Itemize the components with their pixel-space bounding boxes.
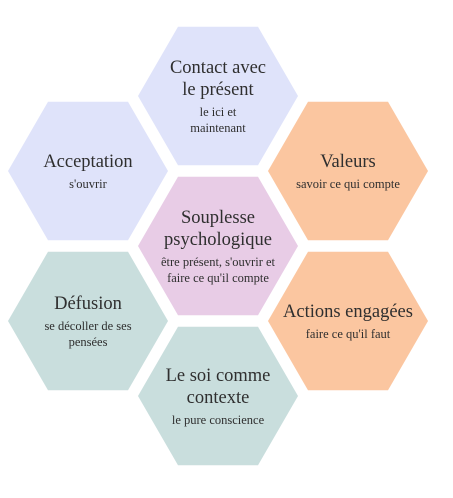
hexagon-actions [268, 251, 428, 391]
hexagon-contact-title: le présent [182, 79, 254, 100]
hexagon-valeurs-text: Valeurs savoir ce qui compte [273, 151, 423, 192]
hexagon-defusion [8, 251, 168, 391]
hexagon-defusion-subtitle: se décoller de ses [44, 318, 132, 333]
hexagon-actions-text: Actions engagées faire ce qu'il faut [273, 301, 423, 342]
hexagon-contact-subtitle: maintenant [190, 120, 246, 135]
hexagon-soi-title: Le soi comme [165, 365, 271, 386]
hexagon-souplesse-subtitle: faire ce qu'il compte [167, 270, 269, 285]
hexagon-soi-title: contexte [186, 387, 250, 408]
hexagon-defusion-subtitle: pensées [68, 334, 108, 349]
hexagon-acceptation-text: Acceptation s'ouvrir [13, 151, 163, 192]
hexagon-acceptation [8, 101, 168, 241]
hexagon-souplesse-subtitle: être présent, s'ouvrir et [160, 254, 275, 269]
hexagon-defusion-title: Défusion [54, 293, 122, 314]
hexagon-acceptation-title: Acceptation [43, 151, 133, 172]
hexagon-valeurs [268, 101, 428, 241]
hexagon-soi-subtitle: le pure conscience [171, 412, 265, 427]
hexagon-contact [138, 26, 298, 166]
hexagon-acceptation-subtitle: s'ouvrir [69, 176, 107, 191]
hexagon-contact-subtitle: le ici et [199, 104, 237, 119]
hexagon-soi [138, 326, 298, 466]
hexagon-contact-title: Contact avec [169, 57, 267, 78]
hexagon-valeurs-title: Valeurs [320, 151, 376, 172]
hexagon-souplesse-title: psychologique [164, 229, 272, 250]
hexagon-actions-subtitle: faire ce qu'il faut [305, 326, 391, 341]
hexagon-valeurs-subtitle: savoir ce qui compte [296, 176, 400, 191]
hexagon-souplesse [138, 176, 298, 316]
hexagon-actions-title: Actions engagées [283, 301, 413, 322]
hexagon-souplesse-title: Souplesse [181, 207, 255, 228]
